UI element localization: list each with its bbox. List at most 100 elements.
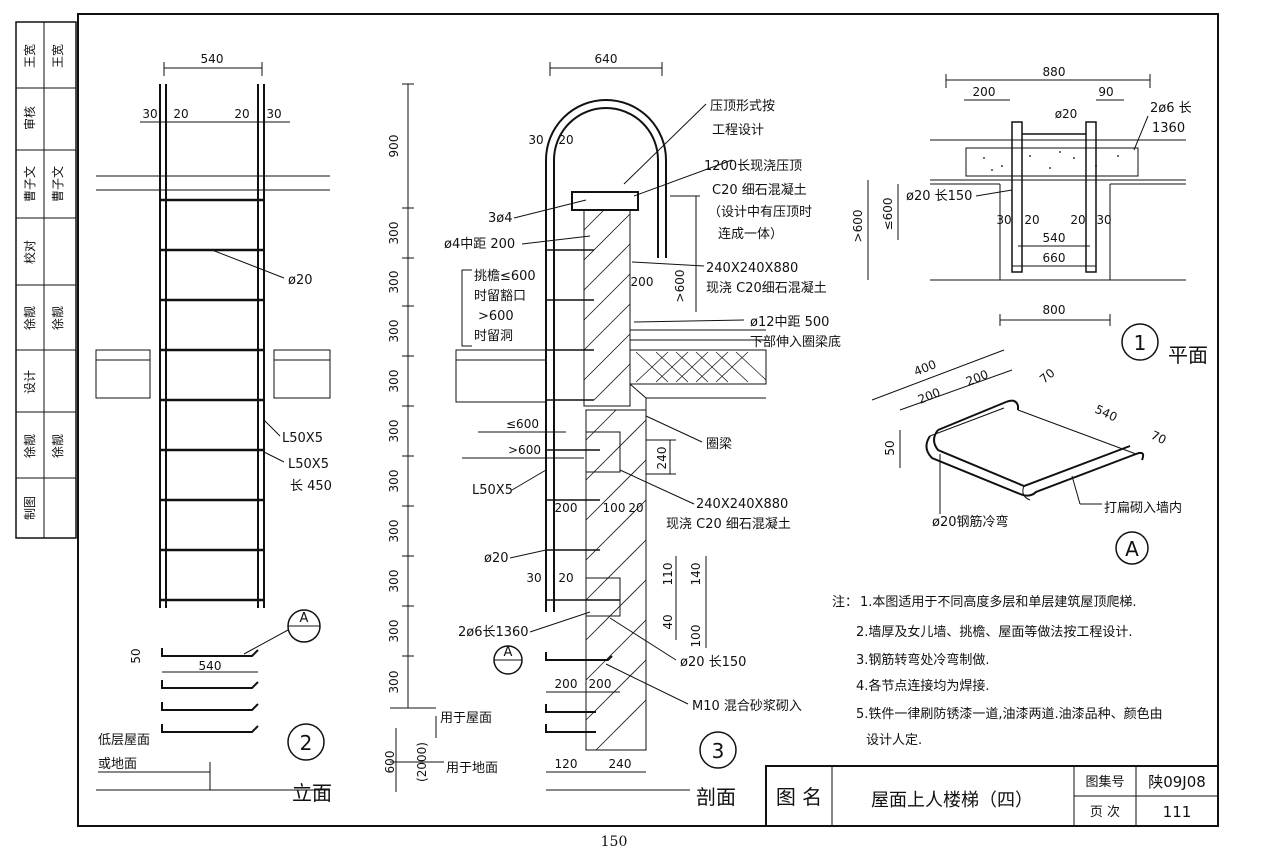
sec-dim-240b: 240 — [609, 757, 632, 771]
side-sign-3: 曹子文 — [50, 166, 65, 202]
sec-mortar: M10 混合砂浆砌入 — [692, 699, 802, 714]
plan-view-number: 1 — [1134, 331, 1147, 355]
sec-dim-40: 40 — [661, 614, 675, 629]
elev-angle-1: L50X5 — [282, 431, 323, 446]
title-set-label: 图集号 — [1085, 774, 1124, 790]
side-role-4: 校对 — [22, 240, 37, 264]
sec-dim-240: 240 — [655, 447, 669, 470]
sec-dim-30b: 30 — [526, 571, 541, 585]
side-role-3: 曹子文 — [22, 166, 37, 202]
detail-dim-70b: 70 — [1149, 428, 1169, 447]
sec-height-300-1: 300 — [387, 222, 401, 245]
elevation-view: 540 30 20 20 30 ø20 — [95, 52, 332, 805]
sec-rail: ø20 — [484, 551, 509, 566]
sec-for-roof: 用于屋面 — [440, 711, 492, 726]
sec-block1-2: 现浇 C20细石混凝土 — [706, 280, 827, 296]
sec-dim-30: 30 — [528, 133, 543, 147]
note-4: 4.各节点连接均为焊接. — [856, 678, 990, 694]
sec-dim-200b: 200 — [555, 501, 578, 515]
sec-dim-200: 200 — [631, 275, 654, 289]
plan-dim-le600: ≤600 — [881, 198, 895, 231]
plan-view-title: 平面 — [1168, 343, 1208, 367]
sec-bar-3d4: 3ø4 — [488, 211, 513, 226]
plan-dim-30r: 30 — [1096, 213, 1111, 227]
page-number: 150 — [601, 834, 628, 850]
plan-bar20-150: ø20 长150 — [906, 189, 972, 204]
plan-dim-800: 800 — [1043, 303, 1066, 317]
sec-cast-3: （设计中有压顶时 — [708, 205, 812, 220]
sec-block2-2: 现浇 C20 细石混凝土 — [666, 516, 791, 532]
sec-dim-100: 100 — [603, 501, 626, 515]
elev-rung-label: ø20 — [288, 273, 313, 288]
elev-detail-dim-50: 50 — [129, 648, 143, 663]
elev-dim-20-left: 20 — [173, 107, 188, 121]
sec-eave-3: >600 — [478, 309, 514, 324]
title-name: 屋面上人楼梯（四） — [871, 790, 1033, 811]
side-role-6: 设计 — [23, 370, 37, 394]
side-role-7: 徐靓 — [22, 434, 37, 458]
elev-view-number: 2 — [300, 731, 313, 755]
detail-bend-note: ø20钢筋冷弯 — [932, 514, 1009, 530]
sec-dim-140: 140 — [689, 563, 703, 586]
sec-cast-1: 1200长现浇压顶 — [704, 159, 802, 174]
note-5-cont: 设计人定. — [866, 733, 922, 748]
sec-view-title: 剖面 — [696, 785, 736, 809]
sec-detail-ref: A — [504, 645, 513, 660]
detail-dim-50: 50 — [883, 440, 897, 455]
plan-dim-d20-top: ø20 — [1055, 107, 1078, 121]
title-page-value: 111 — [1163, 803, 1192, 821]
plan-dim-660: 660 — [1043, 251, 1066, 265]
sec-angle: L50X5 — [472, 483, 513, 498]
detail-dim-70a: 70 — [1037, 366, 1058, 387]
sec-dim-gt600-2: >600 — [508, 443, 541, 457]
plan-dim-20: 20 — [1024, 213, 1039, 227]
elev-angle-2-length: 长 450 — [290, 479, 332, 494]
title-page-label: 页 次 — [1090, 804, 1120, 820]
sec-bar12-2: 下部伸入圈梁底 — [750, 334, 841, 350]
title-set-value: 陕09J08 — [1148, 773, 1206, 791]
sec-eave-4: 时留洞 — [474, 329, 513, 344]
sec-height-300-9: 300 — [387, 620, 401, 643]
side-role-5: 徐靓 — [22, 306, 37, 330]
sec-dim-640: 640 — [595, 52, 618, 66]
title-name-label: 图 名 — [776, 785, 822, 809]
sec-eave-2: 时留豁口 — [474, 288, 526, 304]
plan-dim-200: 200 — [973, 85, 996, 99]
sec-block2-1: 240X240X880 — [696, 497, 788, 512]
title-block: 图 名 屋面上人楼梯（四） 图集号 陕09J08 页 次 111 — [765, 765, 1219, 827]
sec-height-300-4: 300 — [387, 370, 401, 393]
elev-dim-30-right: 30 — [266, 107, 281, 121]
side-sign-1: 王宽 — [50, 44, 65, 68]
sec-height-300-10: 300 — [387, 671, 401, 694]
sec-eave-1: 挑檐≤600 — [474, 269, 536, 284]
sec-cast-4: 连成一体） — [718, 226, 783, 242]
plan-bar6-1: 2ø6 长 — [1150, 101, 1192, 116]
detail-dim-540: 540 — [1093, 402, 1120, 424]
plan-dim-90: 90 — [1098, 85, 1113, 99]
elev-detail-ref: A — [300, 611, 309, 626]
sec-dim-gt600: >600 — [673, 270, 687, 303]
side-sign-7: 徐靓 — [50, 434, 65, 458]
side-role-8: 制图 — [23, 496, 37, 520]
sec-bar6: 2ø6长1360 — [458, 625, 529, 640]
sec-bar20: ø20 长150 — [680, 655, 746, 670]
sec-dim-110: 110 — [661, 563, 675, 586]
sec-dim-200d: 200 — [589, 677, 612, 691]
sec-dim-le600: ≤600 — [506, 417, 539, 431]
sec-block1-1: 240X240X880 — [706, 261, 798, 276]
sec-dim-200c: 200 — [555, 677, 578, 691]
sec-dim-20c: 20 — [558, 571, 573, 585]
sec-for-ground: 用于地面 — [446, 761, 498, 776]
sec-view-number: 3 — [712, 739, 725, 763]
sec-height-900: 900 — [387, 135, 401, 158]
sec-dim-20b: 20 — [628, 501, 643, 515]
sec-bar-d4: ø4中距 200 — [444, 237, 515, 252]
detail-a-view: 400 200 200 70 540 70 50 打扁砌入墙内 ø20钢筋冷弯 … — [871, 349, 1182, 565]
sec-coping-2: 工程设计 — [712, 123, 764, 138]
sec-height-300-8: 300 — [387, 570, 401, 593]
sec-ring-beam: 圈梁 — [706, 437, 732, 452]
plan-bar6-2: 1360 — [1152, 121, 1185, 136]
detail-dim-400: 400 — [912, 357, 938, 379]
sec-height-300-6: 300 — [387, 470, 401, 493]
